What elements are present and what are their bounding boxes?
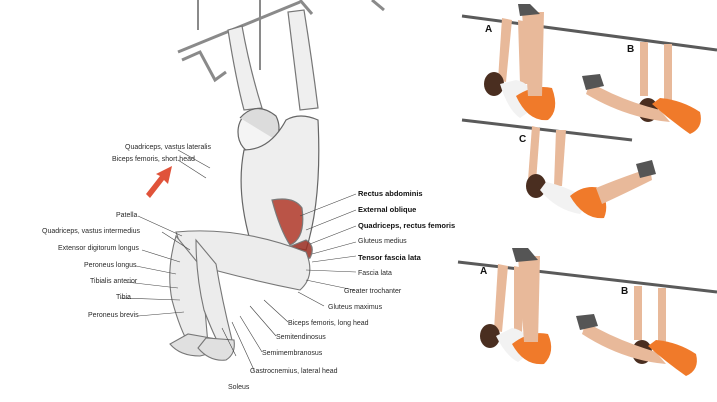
panel-label-top-b: B — [627, 44, 635, 55]
label-gluteus-maximus: Gluteus maximus — [328, 304, 383, 311]
label-external-oblique: External oblique — [358, 205, 417, 214]
label-extensor-digitorum: Extensor digitorum longus — [58, 245, 139, 252]
leader-lines — [119, 149, 357, 371]
top-pullup-bar — [461, 14, 717, 52]
photo-middle-c-figure — [526, 126, 656, 219]
panel-label-top-a: A — [485, 24, 493, 35]
panel-label-bottom-a: A — [480, 266, 488, 277]
label-peroneus-longus: Peroneus longus — [84, 262, 137, 269]
middle-pullup-bar — [461, 118, 633, 142]
label-biceps-femoris-long: Biceps femoris, long head — [288, 320, 369, 327]
label-gluteus-medius: Gluteus medius — [358, 238, 407, 245]
label-greater-trochanter: Greater trochanter — [344, 288, 402, 295]
label-biceps-femoris-short: Biceps femoris, short head — [112, 156, 195, 163]
label-patella: Patella — [116, 212, 138, 219]
photo-bottom-a-figure — [480, 248, 552, 365]
legs-drawing — [169, 230, 311, 361]
label-rectus-abdominis: Rectus abdominis — [358, 189, 423, 198]
panel-label-bottom-b: B — [621, 286, 629, 297]
photo-bottom-b-figure — [576, 286, 697, 376]
label-tibialis-anterior: Tibialis anterior — [90, 278, 138, 285]
label-tensor-fascia-lata: Tensor fascia lata — [358, 253, 421, 262]
label-gastrocnemius: Gastrocnemius, lateral head — [250, 368, 338, 375]
label-semitendinosus: Semitendinosus — [276, 334, 326, 341]
photo-top-a-figure — [484, 4, 556, 121]
label-tibia: Tibia — [116, 294, 131, 301]
label-peroneus-brevis: Peroneus brevis — [88, 312, 139, 319]
label-vastus-intermedius: Quadriceps, vastus intermedius — [42, 228, 141, 235]
panel-label-middle-c: C — [519, 134, 527, 145]
abdominal-muscle-highlight — [271, 198, 304, 246]
label-fascia-lata: Fascia lata — [358, 270, 392, 277]
label-semimembranosus: Semimembranosus — [262, 350, 323, 357]
arms-drawing — [227, 9, 319, 111]
label-vastus-lateralis: Quadriceps, vastus lateralis — [125, 144, 211, 151]
label-rectus-femoris: Quadriceps, rectus femoris — [358, 221, 456, 230]
direction-arrow — [146, 166, 172, 198]
photo-top-b-figure — [582, 42, 701, 134]
label-soleus: Soleus — [228, 384, 250, 391]
